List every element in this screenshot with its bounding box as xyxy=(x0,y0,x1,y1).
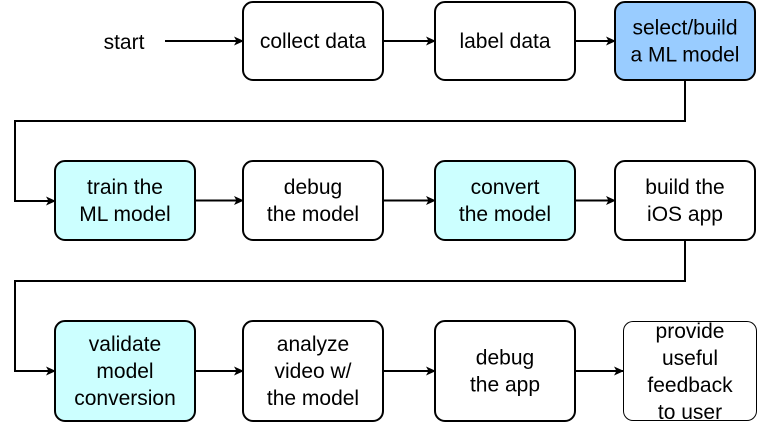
step-box xyxy=(434,160,576,241)
step-box xyxy=(623,321,757,421)
step-label-line: to user xyxy=(658,401,722,424)
step-collect-data: collect data xyxy=(242,1,384,81)
step-label-line: select/build xyxy=(632,17,737,40)
step-label-line: analyze xyxy=(277,333,349,356)
step-box xyxy=(54,320,196,422)
step-validate-model-conversion: validate model conversion xyxy=(54,320,196,422)
step-label-line: a ML model xyxy=(631,44,740,67)
arrow-wrap-row1-to-row2 xyxy=(14,80,686,206)
step-debug-the-model: debug the model xyxy=(242,160,384,241)
step-label-line: train the xyxy=(87,176,163,199)
step-label-line: conversion xyxy=(74,387,176,410)
step-label-line: the model xyxy=(459,203,551,226)
step-select-build-a-ml-model: select/build a ML model xyxy=(614,1,756,81)
step-provide-useful-feedback-to-user: provide useful feedback to user xyxy=(623,320,757,424)
step-label-line: the app xyxy=(470,374,540,397)
step-convert-the-model: convert the model xyxy=(434,160,576,241)
step-label-line: provide xyxy=(656,320,725,343)
step-box xyxy=(434,320,576,422)
step-label-line: debug xyxy=(476,347,534,370)
step-label-line: model xyxy=(96,360,153,383)
step-label-line: feedback xyxy=(647,374,733,397)
step-label-line: build the xyxy=(645,176,724,199)
step-box xyxy=(242,320,384,422)
step-label-line: video w/ xyxy=(274,360,351,383)
step-label-line: convert xyxy=(471,176,540,199)
step-box xyxy=(434,1,576,81)
step-label-line: useful xyxy=(662,347,718,370)
arrow-wrap-row2-to-row3 xyxy=(14,240,686,376)
step-layer: collect data label data select/build a ML m… xyxy=(54,1,757,424)
step-train-the-ml-model: train the ML model xyxy=(54,160,196,241)
step-label-line: debug xyxy=(284,176,342,199)
step-box xyxy=(54,160,196,241)
connector-layer xyxy=(14,36,686,376)
start-label: start xyxy=(104,31,145,54)
step-build-the-ios-app: build the iOS app xyxy=(614,160,756,241)
step-analyze-video-w-the-model: analyze video w/the model xyxy=(242,320,384,422)
step-label-line: collect data xyxy=(260,30,367,53)
step-label-line: iOS app xyxy=(647,203,723,226)
step-box xyxy=(614,1,756,81)
step-label-line: label data xyxy=(459,30,550,53)
step-box xyxy=(242,160,384,241)
step-box xyxy=(614,160,756,241)
step-label-line: the model xyxy=(267,387,359,410)
step-label-line: ML model xyxy=(79,203,170,226)
step-debug-the-app: debug the app xyxy=(434,320,576,422)
step-box xyxy=(242,1,384,81)
step-label-data: label data xyxy=(434,1,576,81)
step-label-line: the model xyxy=(267,203,359,226)
step-label-line: validate xyxy=(89,333,161,356)
